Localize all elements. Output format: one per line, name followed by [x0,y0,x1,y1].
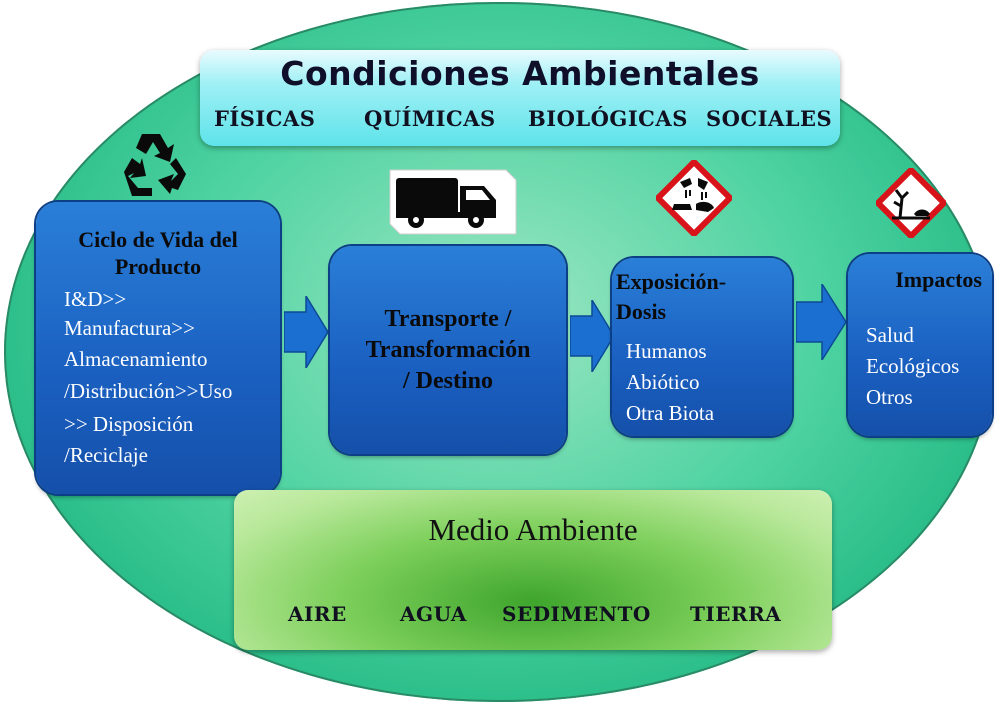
condition-chemical: QUÍMICAS [364,106,496,131]
environment-water: AGUA [400,602,467,626]
lifecycle-step: Manufactura>> [64,316,195,340]
transport-box: Transporte / Transformación / Destino [330,246,566,454]
lifecycle-box: Ciclo de Vida del Producto I&D>> Manufac… [36,202,280,494]
exposure-box: Exposición- Dosis Humanos Abiótico Otra … [612,258,792,436]
exposure-item: Otra Biota [626,401,715,425]
exposure-title-line2: Dosis [616,299,667,324]
exposure-item: Abiótico [626,370,700,394]
impacts-item: Salud [866,323,914,347]
truck-icon [389,169,517,235]
flow-arrow [796,284,847,360]
environment-title: Medio Ambiente [428,512,638,547]
lifecycle-step: /Reciclaje [64,443,148,467]
exposure-item: Humanos [626,339,707,363]
corrosive-hazard-icon [656,160,732,236]
transport-line: Transformación [365,337,531,363]
recycle-icon [124,134,186,196]
exposure-title-line1: Exposición- [616,269,727,294]
condition-social: SOCIALES [706,106,833,131]
environment-air: AIRE [288,602,347,626]
transport-line: Transporte / [384,306,512,332]
flow-arrow [570,300,615,372]
condition-physical: FÍSICAS [214,106,316,131]
environment-box: Medio Ambiente AIRE AGUA SEDIMENTO TIERR… [234,490,832,650]
conditions-title: Condiciones Ambientales [280,54,760,93]
environment-hazard-icon [876,168,946,238]
condition-biological: BIOLÓGICAS [528,106,688,131]
lifecycle-step: /Distribución>>Uso [64,379,233,403]
conditions-box: Condiciones Ambientales FÍSICAS QUÍMICAS… [200,50,840,146]
impacts-item: Ecológicos [866,354,960,378]
environment-land: TIERRA [690,602,782,626]
impacts-item: Otros [866,385,913,409]
impacts-box: Impactos Salud Ecológicos Otros [848,254,992,436]
environment-sediment: SEDIMENTO [502,602,651,626]
impacts-title: Impactos [895,267,982,292]
transport-line: / Destino [403,368,493,394]
flow-arrow [284,296,329,368]
lifecycle-title-line2: Producto [114,254,202,279]
lifecycle-step: >> Disposición [64,412,194,436]
lifecycle-title-line1: Ciclo de Vida del [78,227,238,252]
lifecycle-step: I&D>> [64,287,127,311]
lifecycle-step: Almacenamiento [64,347,208,371]
